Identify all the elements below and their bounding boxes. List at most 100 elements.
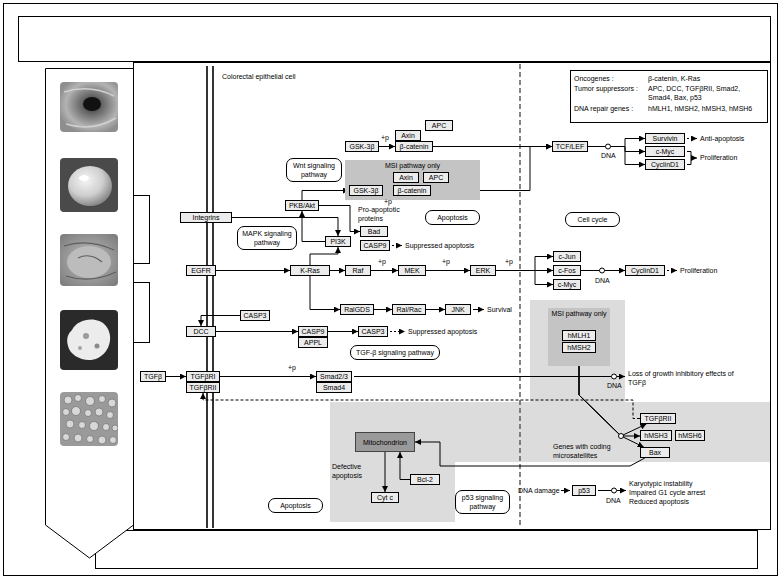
gene-box: ERK [470, 265, 496, 276]
gene-box: GSK-3β [349, 185, 383, 196]
gene-box: RalGDS [340, 304, 374, 315]
pathway-connector [203, 393, 640, 419]
annotation-label: DNA [606, 496, 621, 505]
gene-box: Ral/Rac [392, 304, 426, 315]
node-text: APC [428, 121, 450, 130]
annotation-label: Oncogenes : [574, 74, 614, 83]
bottom-panel [96, 531, 758, 569]
node-text: TCF/LEF [555, 142, 585, 151]
node-text: CyclinD1 [648, 160, 682, 169]
gene-box: hMSH6 [675, 430, 705, 441]
gene-box: Axin [393, 172, 419, 183]
pathway-connector [426, 309, 445, 310]
annotation-label: +p [381, 133, 389, 142]
pathway-connector [310, 247, 338, 265]
pathway-connector [330, 270, 345, 271]
progression-arrow [46, 69, 134, 559]
annotation-label: β-catenin, K-Ras [648, 74, 700, 83]
gene-box: Smad2/3 [316, 371, 352, 382]
gene-box: Bax [640, 447, 670, 458]
annotation-label: Anti-apoptosis [700, 134, 744, 143]
gene-box: PI3K [325, 236, 351, 247]
node-text: p53 [575, 486, 593, 495]
node-text: Apoptosis [272, 501, 319, 510]
node-text: TGFβRII [643, 414, 673, 423]
gene-box: p53 [572, 485, 596, 496]
gene-box: CASP9 [298, 326, 328, 337]
image-ground [60, 234, 118, 286]
pathway-connector [220, 376, 316, 377]
gene-box: MEK [398, 265, 426, 276]
annotation-label: DNA repair genes : [574, 104, 633, 113]
annotation-label: Defective apoptosis [332, 462, 378, 480]
node-text: PKB/Akt [288, 201, 316, 210]
endoscopy-image [60, 310, 118, 370]
node-text: JNK [448, 305, 468, 314]
annotation-label: +p [442, 257, 450, 266]
node-text: MAPK signaling pathway [241, 229, 293, 247]
gene-box: TCF/LEF [552, 141, 588, 152]
dna-symbol [619, 434, 624, 439]
leader-arrow [561, 490, 570, 491]
gene-box: CyclinD1 [645, 159, 685, 170]
leader-arrow [667, 270, 677, 271]
leader-arrow [687, 138, 697, 139]
pathway-connector [310, 276, 340, 310]
annotation-label: Karyotypic instability [629, 479, 692, 488]
annotation-label: hMLH1, hMSH2, hMSH3, hMSH6 [648, 104, 752, 113]
annotation-label: +p [378, 257, 386, 266]
pathway-connector [426, 270, 470, 271]
polyps [63, 395, 119, 445]
node-text: CASP9 [301, 327, 325, 336]
pathway-connector [319, 206, 360, 232]
node-text: Wnt signaling pathway [290, 161, 338, 179]
leader-arrow [617, 376, 626, 377]
node-text: β-catenin [396, 186, 428, 195]
pathway-box: TGF-β signaling pathway [350, 345, 440, 360]
node-text: β-catenin [398, 142, 430, 151]
gene-box: Bcl-2 [410, 474, 440, 485]
pathway-box: Wnt signaling pathway [286, 158, 342, 182]
node-text: Bax [643, 448, 667, 457]
pathway-connector [201, 316, 240, 327]
annotation-label: Suppressed apoptosis [408, 327, 477, 336]
dna-symbol [612, 488, 617, 493]
highlight [79, 175, 89, 181]
endoscopy-image [60, 82, 118, 132]
annotation-label: APC, DCC, TGFβRII, Smad2, Smad4, Bax, p5… [648, 84, 766, 102]
node-text: Mitochondrion [363, 438, 407, 447]
node-text: TGFβRII [189, 383, 217, 392]
annotation-label: Loss of growth inhibitory effects of TGF… [628, 369, 753, 387]
pathway-connector [166, 376, 186, 377]
leader-arrow [473, 309, 484, 310]
leader-arrow [617, 490, 627, 491]
pathway-box: MAPK signaling pathway [237, 226, 297, 250]
pathway-connector [496, 257, 553, 271]
leader-line [598, 490, 612, 491]
bracket [687, 152, 691, 165]
pathway-connector [588, 139, 645, 147]
gene-box: Cyt c [371, 492, 399, 503]
gene-box: APPL [298, 337, 328, 348]
pathway-connector [328, 331, 358, 332]
gene-box: Survivin [645, 133, 685, 144]
node-text: hMLH1 [565, 331, 593, 340]
annotation-label: Reduced apoptosis [629, 497, 689, 506]
node-text: EGFR [189, 266, 213, 275]
gene-box: EGFR [186, 265, 216, 276]
node-text: Survivin [648, 134, 682, 143]
gene-box: DCC [186, 326, 216, 337]
polyp [68, 166, 112, 206]
annotation-label: Proliferation [680, 266, 717, 275]
side-tab [134, 196, 150, 264]
dna-symbol [600, 268, 605, 273]
tumor [67, 320, 110, 360]
annotation-label: Pro-apoptotic proteins [358, 205, 404, 223]
gene-box: CASP3 [240, 310, 270, 321]
node-text: c-Myc [648, 147, 682, 156]
pathway-connector [385, 452, 386, 492]
gene-box: β-catenin [393, 185, 431, 196]
gene-box: Axin [395, 130, 421, 141]
gene-box: hMSH2 [562, 342, 596, 353]
pathway-connector [415, 442, 645, 466]
